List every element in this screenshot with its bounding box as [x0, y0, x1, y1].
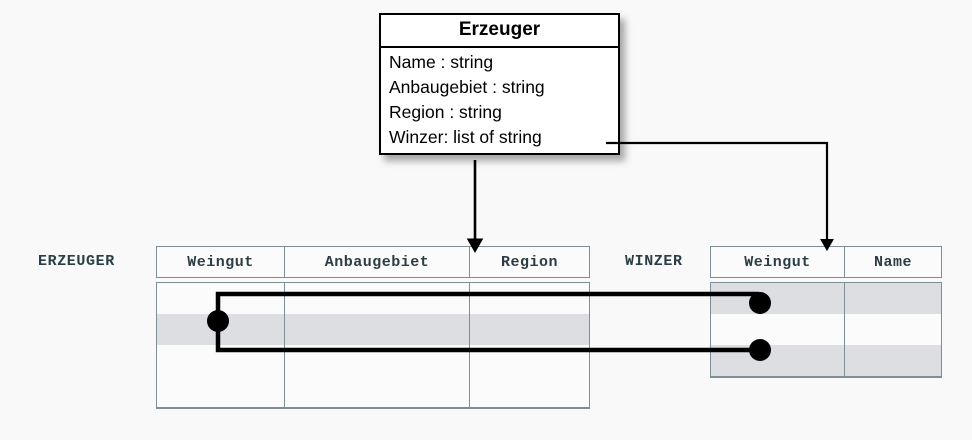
table-header-row-erzeuger: Weingut Anbaugebiet Region: [156, 246, 590, 278]
table-row[interactable]: [711, 283, 941, 314]
table-label-winzer: WINZER: [625, 253, 683, 270]
table-cell: [470, 376, 589, 407]
table-row[interactable]: [711, 345, 941, 376]
table-cell: [285, 314, 470, 345]
column-header-region: Region: [500, 253, 558, 271]
table-body-erzeuger: [156, 282, 590, 409]
uml-class-box-erzeuger[interactable]: Erzeuger Name : string Anbaugebiet : str…: [379, 13, 620, 155]
table-cell: [845, 283, 941, 314]
table-row[interactable]: [157, 283, 589, 314]
uml-attribute-anbaugebiet: Anbaugebiet : string: [389, 77, 545, 97]
table-cell: [711, 345, 845, 376]
uml-attribute-list: Name : string Anbaugebiet : string Regio…: [381, 48, 618, 153]
uml-attribute-winzer: Winzer: list of string: [389, 127, 542, 147]
column-header-anbaugebiet: Anbaugebiet: [285, 247, 470, 277]
relational-table-erzeuger: Weingut Anbaugebiet Region: [156, 246, 590, 409]
table-row[interactable]: [711, 314, 941, 345]
table-header-row-winzer: Weingut Name: [710, 246, 942, 278]
relational-table-winzer: Weingut Name: [710, 246, 942, 378]
table-cell: [285, 283, 470, 314]
uml-attribute-name: Name : string: [389, 52, 494, 72]
table-cell: [157, 376, 285, 407]
table-row[interactable]: [157, 345, 589, 376]
table-cell: [157, 345, 285, 376]
table-cell: [470, 314, 589, 345]
table-cell: [470, 345, 589, 376]
table-cell: [285, 376, 470, 407]
table-cell: [285, 345, 470, 376]
table-cell: [157, 314, 285, 345]
table-cell: [711, 283, 845, 314]
table-row[interactable]: [157, 314, 589, 345]
column-header-weingut: Weingut: [711, 247, 845, 277]
uml-class-title: Erzeuger: [381, 15, 618, 48]
table-cell: [845, 345, 941, 376]
table-cell: [711, 314, 845, 345]
table-cell: [845, 314, 941, 345]
table-cell: [157, 283, 285, 314]
uml-attribute-region: Region : string: [389, 102, 502, 122]
table-label-erzeuger: ERZEUGER: [38, 253, 115, 270]
arrow-winzer-attribute-to-winzer-table: [606, 141, 835, 252]
table-row[interactable]: [157, 376, 589, 407]
column-header-weingut: Weingut: [157, 247, 285, 277]
table-body-winzer: [710, 282, 942, 378]
table-cell: [470, 283, 589, 314]
column-header-name: Name: [873, 253, 912, 271]
